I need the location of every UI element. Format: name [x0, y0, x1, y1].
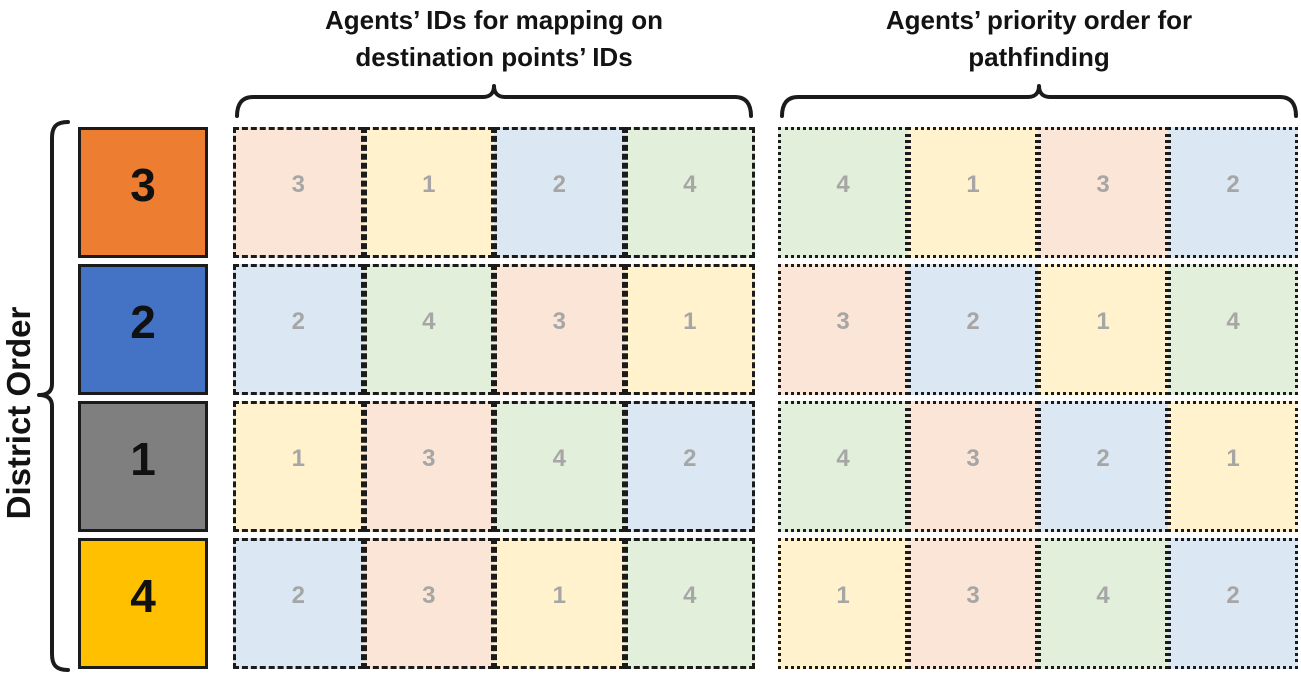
grid-row: 2 3 1 4 — [233, 538, 755, 669]
grid-cell: 4 — [778, 401, 908, 532]
priority-grid-brace — [780, 84, 1298, 118]
grid-cell: 1 — [1038, 264, 1168, 395]
cell-number: 4 — [552, 444, 566, 472]
grid-row: 3 2 1 4 — [778, 264, 1298, 395]
cell-number: 4 — [1226, 307, 1240, 335]
district-square: 2 — [78, 264, 208, 395]
priority-grid-title-line1: Agents’ priority order for — [885, 5, 1193, 35]
grid-cell: 4 — [1168, 264, 1298, 395]
cell-number: 3 — [966, 444, 980, 472]
grid-cell: 2 — [1168, 538, 1298, 669]
district-number: 3 — [130, 158, 156, 211]
grid-cell: 4 — [1038, 538, 1168, 669]
grid-row: 1 3 4 2 — [233, 401, 755, 532]
district-number: 2 — [130, 295, 156, 348]
grid-cell: 3 — [363, 401, 494, 532]
cell-number: 2 — [1226, 581, 1240, 609]
cell-number: 1 — [422, 170, 436, 198]
grid-cell: 2 — [494, 127, 625, 258]
cell-number: 1 — [552, 581, 566, 609]
cell-number: 3 — [552, 307, 566, 335]
cell-number: 4 — [683, 581, 697, 609]
cell-number: 1 — [1226, 444, 1240, 472]
district-square: 1 — [78, 401, 208, 532]
grid-cell: 4 — [624, 127, 755, 258]
grid-cell: 2 — [908, 264, 1038, 395]
cell-number: 4 — [836, 170, 850, 198]
district-number: 4 — [130, 569, 156, 622]
cell-number: 2 — [1226, 170, 1240, 198]
cell-number: 4 — [1096, 581, 1110, 609]
cell-number: 1 — [966, 170, 980, 198]
cell-number: 4 — [683, 170, 697, 198]
brace-path — [37, 120, 70, 672]
mapping-grid-title: Agents’ IDs for mapping on destination p… — [233, 2, 755, 76]
priority-grid: 4 1 3 2 3 2 1 4 4 3 2 1 1 3 4 2 — [778, 127, 1298, 669]
grid-row: 1 3 4 2 — [778, 538, 1298, 669]
grid-cell: 3 — [1038, 127, 1168, 258]
cell-number: 4 — [422, 307, 436, 335]
cell-number: 3 — [1096, 170, 1110, 198]
cell-number: 1 — [1096, 307, 1110, 335]
district-order-column: 3 2 1 4 — [78, 127, 208, 669]
district-order-brace — [37, 120, 70, 672]
grid-cell: 4 — [363, 264, 494, 395]
grid-cell: 4 — [778, 127, 908, 258]
mapping-grid-title-line2: destination points’ IDs — [355, 41, 633, 72]
cell-number: 2 — [291, 581, 305, 609]
grid-cell: 2 — [233, 538, 364, 669]
cell-number: 4 — [836, 444, 850, 472]
mapping-grid: 3 1 2 4 2 4 3 1 1 3 4 2 2 3 1 4 — [233, 127, 755, 669]
grid-row: 3 1 2 4 — [233, 127, 755, 258]
grid-row: 2 4 3 1 — [233, 264, 755, 395]
grid-cell: 1 — [494, 538, 625, 669]
priority-grid-title: Agents’ priority order for pathfinding — [778, 2, 1300, 76]
cell-number: 3 — [836, 307, 850, 335]
grid-cell: 3 — [363, 538, 494, 669]
mapping-grid-brace — [235, 84, 753, 118]
cell-number: 2 — [683, 444, 697, 472]
brace-path — [235, 84, 753, 118]
grid-cell: 2 — [1038, 401, 1168, 532]
grid-cell: 2 — [624, 401, 755, 532]
grid-cell: 1 — [624, 264, 755, 395]
brace-path — [780, 84, 1298, 118]
grid-cell: 1 — [1168, 401, 1298, 532]
cell-number: 1 — [291, 444, 305, 472]
mapping-grid-title-line1: Agents’ IDs for mapping on — [324, 5, 663, 35]
cell-number: 1 — [836, 581, 850, 609]
grid-cell: 1 — [908, 127, 1038, 258]
cell-number: 3 — [291, 170, 305, 198]
cell-number: 1 — [683, 307, 697, 335]
cell-number: 3 — [422, 444, 436, 472]
grid-cell: 3 — [908, 401, 1038, 532]
grid-cell: 2 — [1168, 127, 1298, 258]
grid-cell: 3 — [494, 264, 625, 395]
cell-number: 2 — [552, 170, 566, 198]
cell-number: 3 — [966, 581, 980, 609]
grid-cell: 1 — [778, 538, 908, 669]
cell-number: 3 — [422, 581, 436, 609]
cell-number: 2 — [966, 307, 980, 335]
grid-cell: 3 — [233, 127, 364, 258]
grid-cell: 1 — [233, 401, 364, 532]
cell-number: 2 — [291, 307, 305, 335]
grid-cell: 1 — [363, 127, 494, 258]
grid-row: 4 3 2 1 — [778, 401, 1298, 532]
grid-cell: 2 — [233, 264, 364, 395]
grid-cell: 3 — [908, 538, 1038, 669]
priority-grid-title-line2: pathfinding — [968, 41, 1110, 72]
grid-cell: 3 — [778, 264, 908, 395]
district-number: 1 — [130, 432, 156, 485]
grid-row: 4 1 3 2 — [778, 127, 1298, 258]
cell-number: 2 — [1096, 444, 1110, 472]
district-square: 3 — [78, 127, 208, 258]
grid-cell: 4 — [494, 401, 625, 532]
grid-cell: 4 — [624, 538, 755, 669]
district-square: 4 — [78, 538, 208, 669]
